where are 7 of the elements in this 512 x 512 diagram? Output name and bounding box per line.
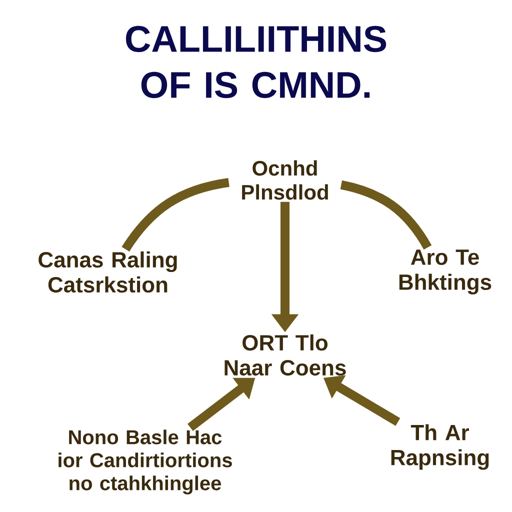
node-text: Nono Basle Hac ior Candirtiortions no ctahkhinglee — [58, 430, 232, 494]
node-text: ORT Tlo Naar Coens — [224, 334, 346, 376]
node-text: Aro Te Bhktings — [399, 250, 492, 294]
node-text: Th Ar Rapnsing — [391, 424, 489, 470]
title: CALLILIITHINS OF IS CMND. — [126, 26, 386, 98]
node-text: Ocnhd Plnsdlod — [242, 160, 328, 200]
node-text: Canas Raling Catsrkstion — [38, 251, 177, 293]
